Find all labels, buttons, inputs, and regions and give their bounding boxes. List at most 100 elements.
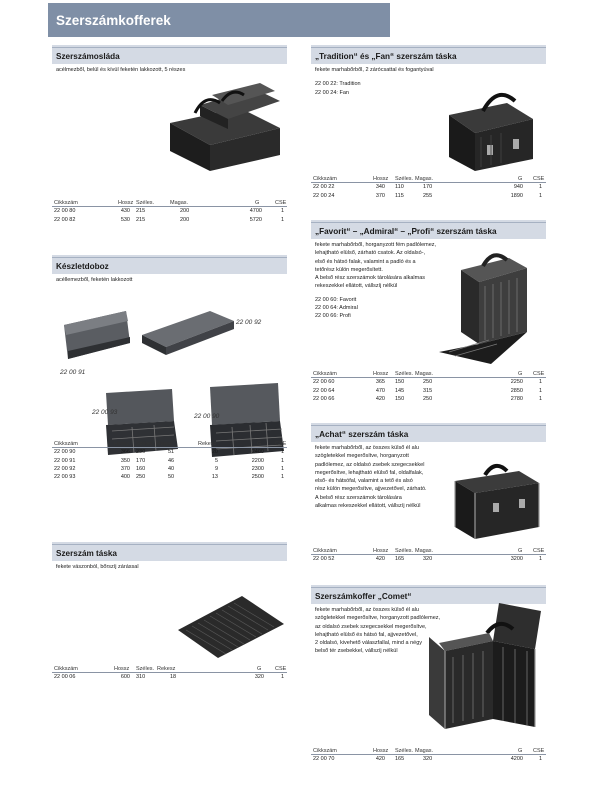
model-code: 22 00 60: Favorit <box>315 296 357 303</box>
model-code: 22 00 66: Profi <box>315 313 351 320</box>
cell: 370 <box>120 465 130 472</box>
cell: 18 <box>170 674 177 681</box>
col-header: CSE <box>533 748 545 754</box>
section-title: Készletdoboz <box>52 255 287 274</box>
cell: 22 00 91 <box>54 457 76 464</box>
cell: 420 <box>375 395 385 402</box>
section-description: fekete marhabőrből, horganyzott fém padl… <box>311 239 546 291</box>
col-header: Széles. <box>136 200 155 206</box>
col-header: G <box>518 548 523 554</box>
table-row: 22 00 91 350 170 46 5 2200 1 <box>52 457 287 465</box>
col-header: G <box>255 200 260 206</box>
cell: 350 <box>120 457 130 464</box>
cell: 255 <box>423 192 433 199</box>
storage-box-image <box>102 387 180 459</box>
col-header: Rekesz <box>198 441 217 447</box>
cell: 9 <box>214 465 218 472</box>
cell: 340 <box>375 184 385 191</box>
cell: 1 <box>539 192 543 199</box>
page-title: Szerszámkofferek <box>48 3 390 37</box>
cell: 46 <box>168 457 175 464</box>
cell: 40 <box>168 465 175 472</box>
cell: 145 <box>395 387 405 394</box>
cell: 5720 <box>249 216 262 223</box>
col-header: Hossz <box>373 548 389 554</box>
col-header: CSE <box>533 548 545 554</box>
spec-table: Cikkszám Hossz Széles. Magas. G CSE 22 0… <box>311 547 546 564</box>
cell: 250 <box>423 379 433 386</box>
spec-table: Cikkszám Hossz Széles. Rekesz G CSE 22 0… <box>52 665 287 682</box>
cell: 170 <box>136 457 146 464</box>
cell: 1 <box>539 756 543 763</box>
table-header: Cikkszám Hossz Széles. Magas. G CSE <box>311 547 546 556</box>
description-line: fekete marhabőrből, az összes külső él a… <box>315 445 419 451</box>
cell: 13 <box>211 474 218 481</box>
cell: 2250 <box>510 379 523 386</box>
cell: 150 <box>395 379 405 386</box>
col-header: Széles. <box>395 371 414 377</box>
table-row: 22 00 60 365 150 250 2250 1 <box>311 378 546 386</box>
cell: 22 00 82 <box>54 216 76 223</box>
description-line: fekete marhabőrből, horganyzott fém padl… <box>315 242 437 248</box>
cell: 1 <box>281 474 285 481</box>
col-header: Széles. <box>136 441 155 447</box>
col-header: Magas. <box>415 176 434 182</box>
cell: 22 00 90 <box>54 449 76 456</box>
achat-bag-image <box>449 457 543 541</box>
col-header: Széles. <box>395 176 414 182</box>
table-row: 22 00 22 340 110 170 940 1 <box>311 183 546 191</box>
cell: 51 <box>168 449 175 456</box>
description-line: A belső rész szerszámok tárolására <box>315 494 402 501</box>
cell: 600 <box>120 674 130 681</box>
toolbox-image <box>160 83 285 173</box>
col-header: Cikkszám <box>313 371 337 377</box>
table-header: Cikkszám Hossz Széles. Magas. G CSE <box>52 199 287 208</box>
cell: 200 <box>180 216 190 223</box>
section-title: Szerszámkoffer „Comet“ <box>311 585 546 604</box>
cell: 22 00 64 <box>313 387 335 394</box>
cell: 2500 <box>251 474 264 481</box>
cell: 365 <box>375 379 385 386</box>
description-line: A belső rész szerszámok tárolására alkal… <box>315 275 426 282</box>
item-label: 22 00 92 <box>236 319 262 326</box>
description-line: rekeszekkel ellátott, vállszíj nélkül <box>315 283 398 290</box>
table-row: 22 00 82 530 215 200 5720 1 <box>52 216 287 224</box>
col-header: CSE <box>533 176 545 182</box>
cell: 320 <box>254 674 264 681</box>
col-header: Hossz <box>373 748 389 754</box>
cell: 2780 <box>510 395 523 402</box>
spec-table: Cikkszám Hossz Széles. Magas. G CSE 22 0… <box>311 175 546 200</box>
cell: 110 <box>395 184 404 191</box>
cell: 1 <box>281 457 285 464</box>
section-description: acélmezből, belül és kívül feketén lakko… <box>56 67 186 73</box>
description-line: megerősítve, lehajtható elülső fal, olda… <box>315 469 424 476</box>
cell: 1 <box>539 184 543 191</box>
cell: 20 <box>211 449 218 456</box>
section-description: fekete marhabőrből, az összes külső él a… <box>311 442 546 510</box>
col-header: G <box>518 371 523 377</box>
cell: 22 00 24 <box>313 192 335 199</box>
description-line: szögletekkel megerősítve, horganyzott <box>315 453 409 460</box>
cell: 215 <box>136 208 146 215</box>
description-line: lehajtható elülső, zárható csatok. Az ol… <box>315 250 426 257</box>
cell: 22 00 92 <box>54 465 76 472</box>
section-title: „Favorit“ – „Admiral“ – „Profi“ szerszám… <box>311 220 546 239</box>
section-title: „Achat“ szerszám táska <box>311 423 546 442</box>
cell: 400 <box>120 474 130 481</box>
cell: 2300 <box>251 465 264 472</box>
storage-box-image <box>140 307 235 357</box>
description-line: szögletekkel megerősítve, horganyzott pa… <box>315 615 441 622</box>
storage-box-image <box>60 305 132 363</box>
cell: 530 <box>120 216 130 223</box>
table-header: Cikkszám Hossz Széles. Rekesz G CSE <box>52 665 287 674</box>
cell: 1890 <box>510 192 523 199</box>
cell: 115 <box>395 192 404 199</box>
cell: 165 <box>395 756 405 763</box>
cell: 1 <box>281 208 285 215</box>
table-header: Cikkszám Hossz Széles. Magas. G CSE <box>311 175 546 184</box>
model-codes: 22 00 22: Tradition 22 00 24: Fan <box>311 74 546 97</box>
cell: 4200 <box>510 756 523 763</box>
col-header: Hossz <box>373 176 389 182</box>
table-row: 22 00 52 420 165 320 3200 1 <box>311 555 546 563</box>
cell: 315 <box>423 387 433 394</box>
